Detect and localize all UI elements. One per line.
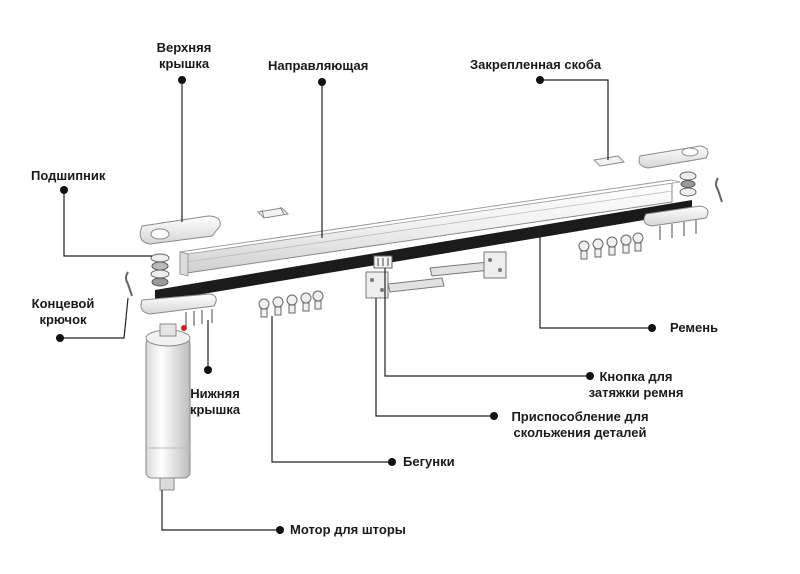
leader-end-hook [60,297,129,339]
right-bottom-cover-part [643,205,709,240]
runners-left-part [258,290,324,318]
label-bearing: Подшипник [31,168,106,183]
leader-sliding-fixture [375,298,494,417]
belt-tension-button-part [373,255,393,269]
right-top-cover-part [638,145,709,169]
label-belt-tension-button: Кнопка для затяжки ремня [588,369,684,400]
runners-right-part [578,232,644,260]
right-bearing-part [679,171,697,197]
motor-part [145,323,191,491]
leader-fixed-bracket [540,79,609,160]
belt-part [155,200,692,302]
top-cover-part [139,215,221,245]
bearing-part [150,253,170,287]
label-curtain-motor: Мотор для шторы [290,522,406,537]
right-end-hook-part [715,177,723,203]
label-bottom-cover: Нижняя крышка [189,386,241,417]
end-hook-part [125,271,133,297]
leader-bearing [63,190,152,257]
label-top-cover: Верхняя крышка [156,40,212,71]
leader-belt-button [384,268,590,377]
label-belt: Ремень [670,320,719,335]
leader-motor [161,490,280,531]
label-rail: Направляющая [268,58,369,73]
label-end-hook: Концевой крючок [31,296,95,327]
label-sliding-fixture: Приспособление для скольжения деталей [511,409,649,440]
label-dots [56,76,656,534]
label-fixed-bracket: Закрепленная скоба [470,57,602,72]
rail-part [179,179,681,277]
small-bracket-part [256,206,290,219]
leader-runners [271,316,392,463]
fixed-bracket-part [592,155,626,167]
leader-belt [539,226,652,329]
sliding-fixture-part [365,251,507,299]
leader-lines [60,79,652,531]
label-runners: Бегунки [403,454,455,469]
bottom-cover-part [140,293,217,326]
